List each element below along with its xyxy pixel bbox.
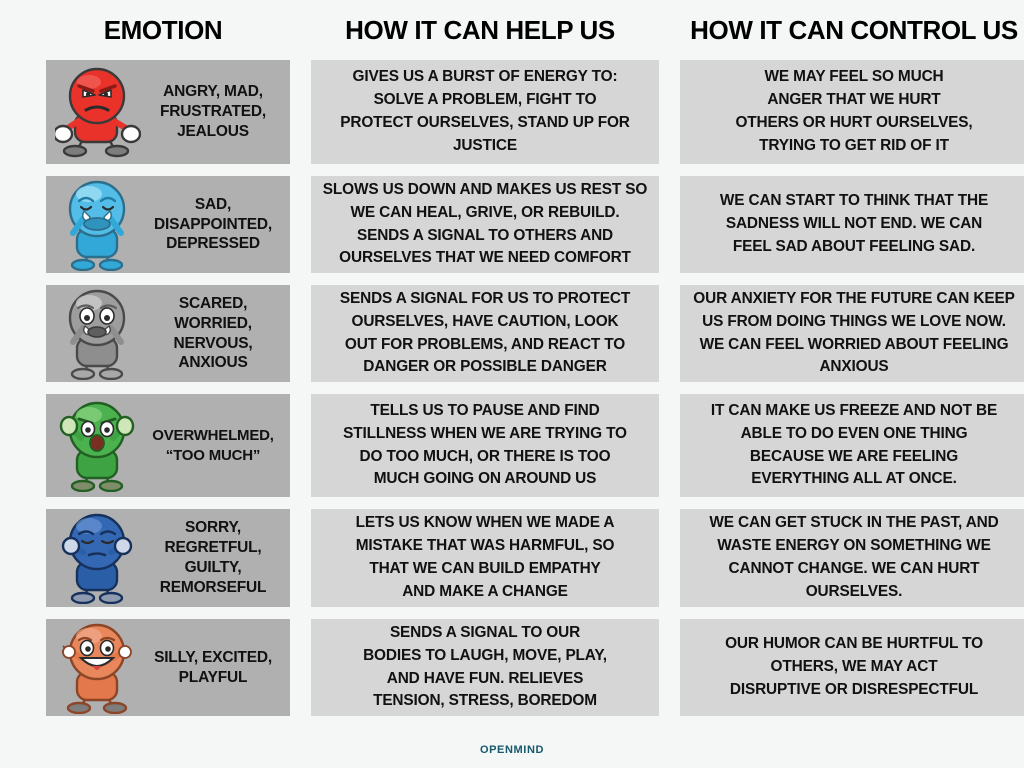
emotion-rows: ANGRY, MAD, FRUSTRATED, JEALOUS GIVES US… bbox=[0, 60, 1024, 716]
control-text-sad: WE CAN START TO THINK THAT THE SADNESS W… bbox=[680, 176, 1024, 273]
emotion-label: SILLY, EXCITED, PLAYFUL bbox=[154, 648, 272, 686]
control-text-angry: WE MAY FEEL SO MUCH ANGER THAT WE HURT O… bbox=[680, 60, 1024, 164]
control-text-overwhelmed: IT CAN MAKE US FREEZE AND NOT BE ABLE TO… bbox=[680, 394, 1024, 497]
help-text-sad: SLOWS US DOWN AND MAKES US REST SO WE CA… bbox=[311, 176, 659, 273]
control-text-silly: OUR HUMOR CAN BE HURTFUL TO OTHERS, WE M… bbox=[680, 619, 1024, 716]
help-text-scared: SENDS A SIGNAL FOR US TO PROTECT OURSELV… bbox=[311, 285, 659, 382]
silly-orange-character-icon bbox=[50, 623, 146, 714]
help-text-sorry: LETS US KNOW WHEN WE MADE A MISTAKE THAT… bbox=[311, 509, 659, 607]
column-header-control: HOW IT CAN CONTROL US bbox=[690, 14, 1018, 45]
sad-blue-character-icon bbox=[50, 180, 146, 271]
control-text-scared: OUR ANXIETY FOR THE FUTURE CAN KEEP US F… bbox=[680, 285, 1024, 382]
emotion-cell-overwhelmed: OVERWHELMED, “TOO MUCH” bbox=[46, 394, 290, 497]
emotion-cell-sorry: SORRY, REGRETFUL, GUILTY, REMORSEFUL bbox=[46, 509, 290, 607]
table-row: SCARED, WORRIED, NERVOUS, ANXIOUS SENDS … bbox=[46, 285, 1024, 382]
help-text-silly: SENDS A SIGNAL TO OUR BODIES TO LAUGH, M… bbox=[311, 619, 659, 716]
emotion-label: SAD, DISAPPOINTED, DEPRESSED bbox=[154, 195, 272, 253]
help-text-overwhelmed: TELLS US TO PAUSE AND FIND STILLNESS WHE… bbox=[311, 394, 659, 497]
overwhelmed-green-character-icon bbox=[50, 398, 146, 493]
sorry-darkblue-character-icon bbox=[50, 513, 146, 604]
column-header-help: HOW IT CAN HELP US bbox=[345, 14, 615, 45]
emotion-label: SCARED, WORRIED, NERVOUS, ANXIOUS bbox=[173, 294, 253, 372]
emotion-cell-angry: ANGRY, MAD, FRUSTRATED, JEALOUS bbox=[46, 60, 290, 164]
angry-red-character-icon bbox=[50, 64, 146, 160]
emotion-label: SORRY, REGRETFUL, GUILTY, REMORSEFUL bbox=[159, 519, 267, 596]
table-row: SORRY, REGRETFUL, GUILTY, REMORSEFUL LET… bbox=[46, 509, 1024, 607]
column-header-row: EMOTION HOW IT CAN HELP US HOW IT CAN CO… bbox=[0, 0, 1024, 60]
table-row: SAD, DISAPPOINTED, DEPRESSED SLOWS US DO… bbox=[46, 176, 1024, 273]
table-row: ANGRY, MAD, FRUSTRATED, JEALOUS GIVES US… bbox=[46, 60, 1024, 164]
footer-brand: OPENMIND bbox=[479, 744, 545, 756]
emotion-cell-sad: SAD, DISAPPOINTED, DEPRESSED bbox=[46, 176, 290, 273]
emotion-label: OVERWHELMED, “TOO MUCH” bbox=[152, 427, 274, 464]
emotion-cell-silly: SILLY, EXCITED, PLAYFUL bbox=[46, 619, 290, 716]
control-text-sorry: WE CAN GET STUCK IN THE PAST, AND WASTE … bbox=[680, 509, 1024, 607]
table-row: OVERWHELMED, “TOO MUCH” TELLS US TO PAUS… bbox=[46, 394, 1024, 497]
emotion-label: ANGRY, MAD, FRUSTRATED, JEALOUS bbox=[159, 83, 266, 140]
emotion-cell-scared: SCARED, WORRIED, NERVOUS, ANXIOUS bbox=[46, 285, 290, 382]
table-row: SILLY, EXCITED, PLAYFUL SENDS A SIGNAL T… bbox=[46, 619, 1024, 716]
help-text-angry: GIVES US A BURST OF ENERGY TO: SOLVE A P… bbox=[311, 60, 659, 164]
scared-gray-character-icon bbox=[50, 289, 146, 380]
column-header-emotion: EMOTION bbox=[103, 14, 223, 45]
